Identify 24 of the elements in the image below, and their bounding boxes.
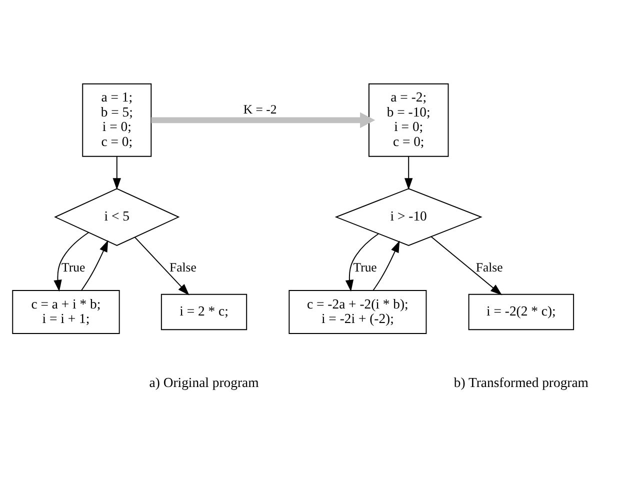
arrow: [54, 232, 90, 292]
edge-label: K = -2: [243, 102, 277, 117]
node-diamond: i > -10: [334, 188, 482, 246]
node-box: i = -2(2 * c);: [468, 294, 574, 330]
arrow: [134, 236, 190, 296]
edge-label: False: [476, 260, 503, 274]
node-diamond: i < 5: [54, 188, 180, 246]
node-box: i = 2 * c;: [160, 294, 248, 330]
arrow: [345, 233, 379, 292]
node-box: c = a + i * b; i = i + 1;: [12, 290, 120, 334]
arrow: [430, 236, 502, 296]
node-box: c = -2a + -2(i * b); i = -2i + (-2);: [288, 290, 427, 334]
arrow: [151, 112, 376, 128]
arrow: [404, 156, 413, 190]
label: a) Original program: [149, 375, 259, 390]
edge-label: False: [170, 260, 196, 274]
edge-label: True: [353, 260, 377, 274]
node-box: a = 1; b = 5; i = 0; c = 0;: [82, 83, 152, 157]
node-box: a = -2; b = -10; i = 0; c = 0;: [368, 83, 449, 157]
edge-label: True: [62, 260, 86, 274]
arrow: [112, 156, 121, 190]
label: b) Transformed program: [454, 375, 588, 390]
arrow: [81, 240, 108, 291]
arrow: [372, 240, 400, 291]
